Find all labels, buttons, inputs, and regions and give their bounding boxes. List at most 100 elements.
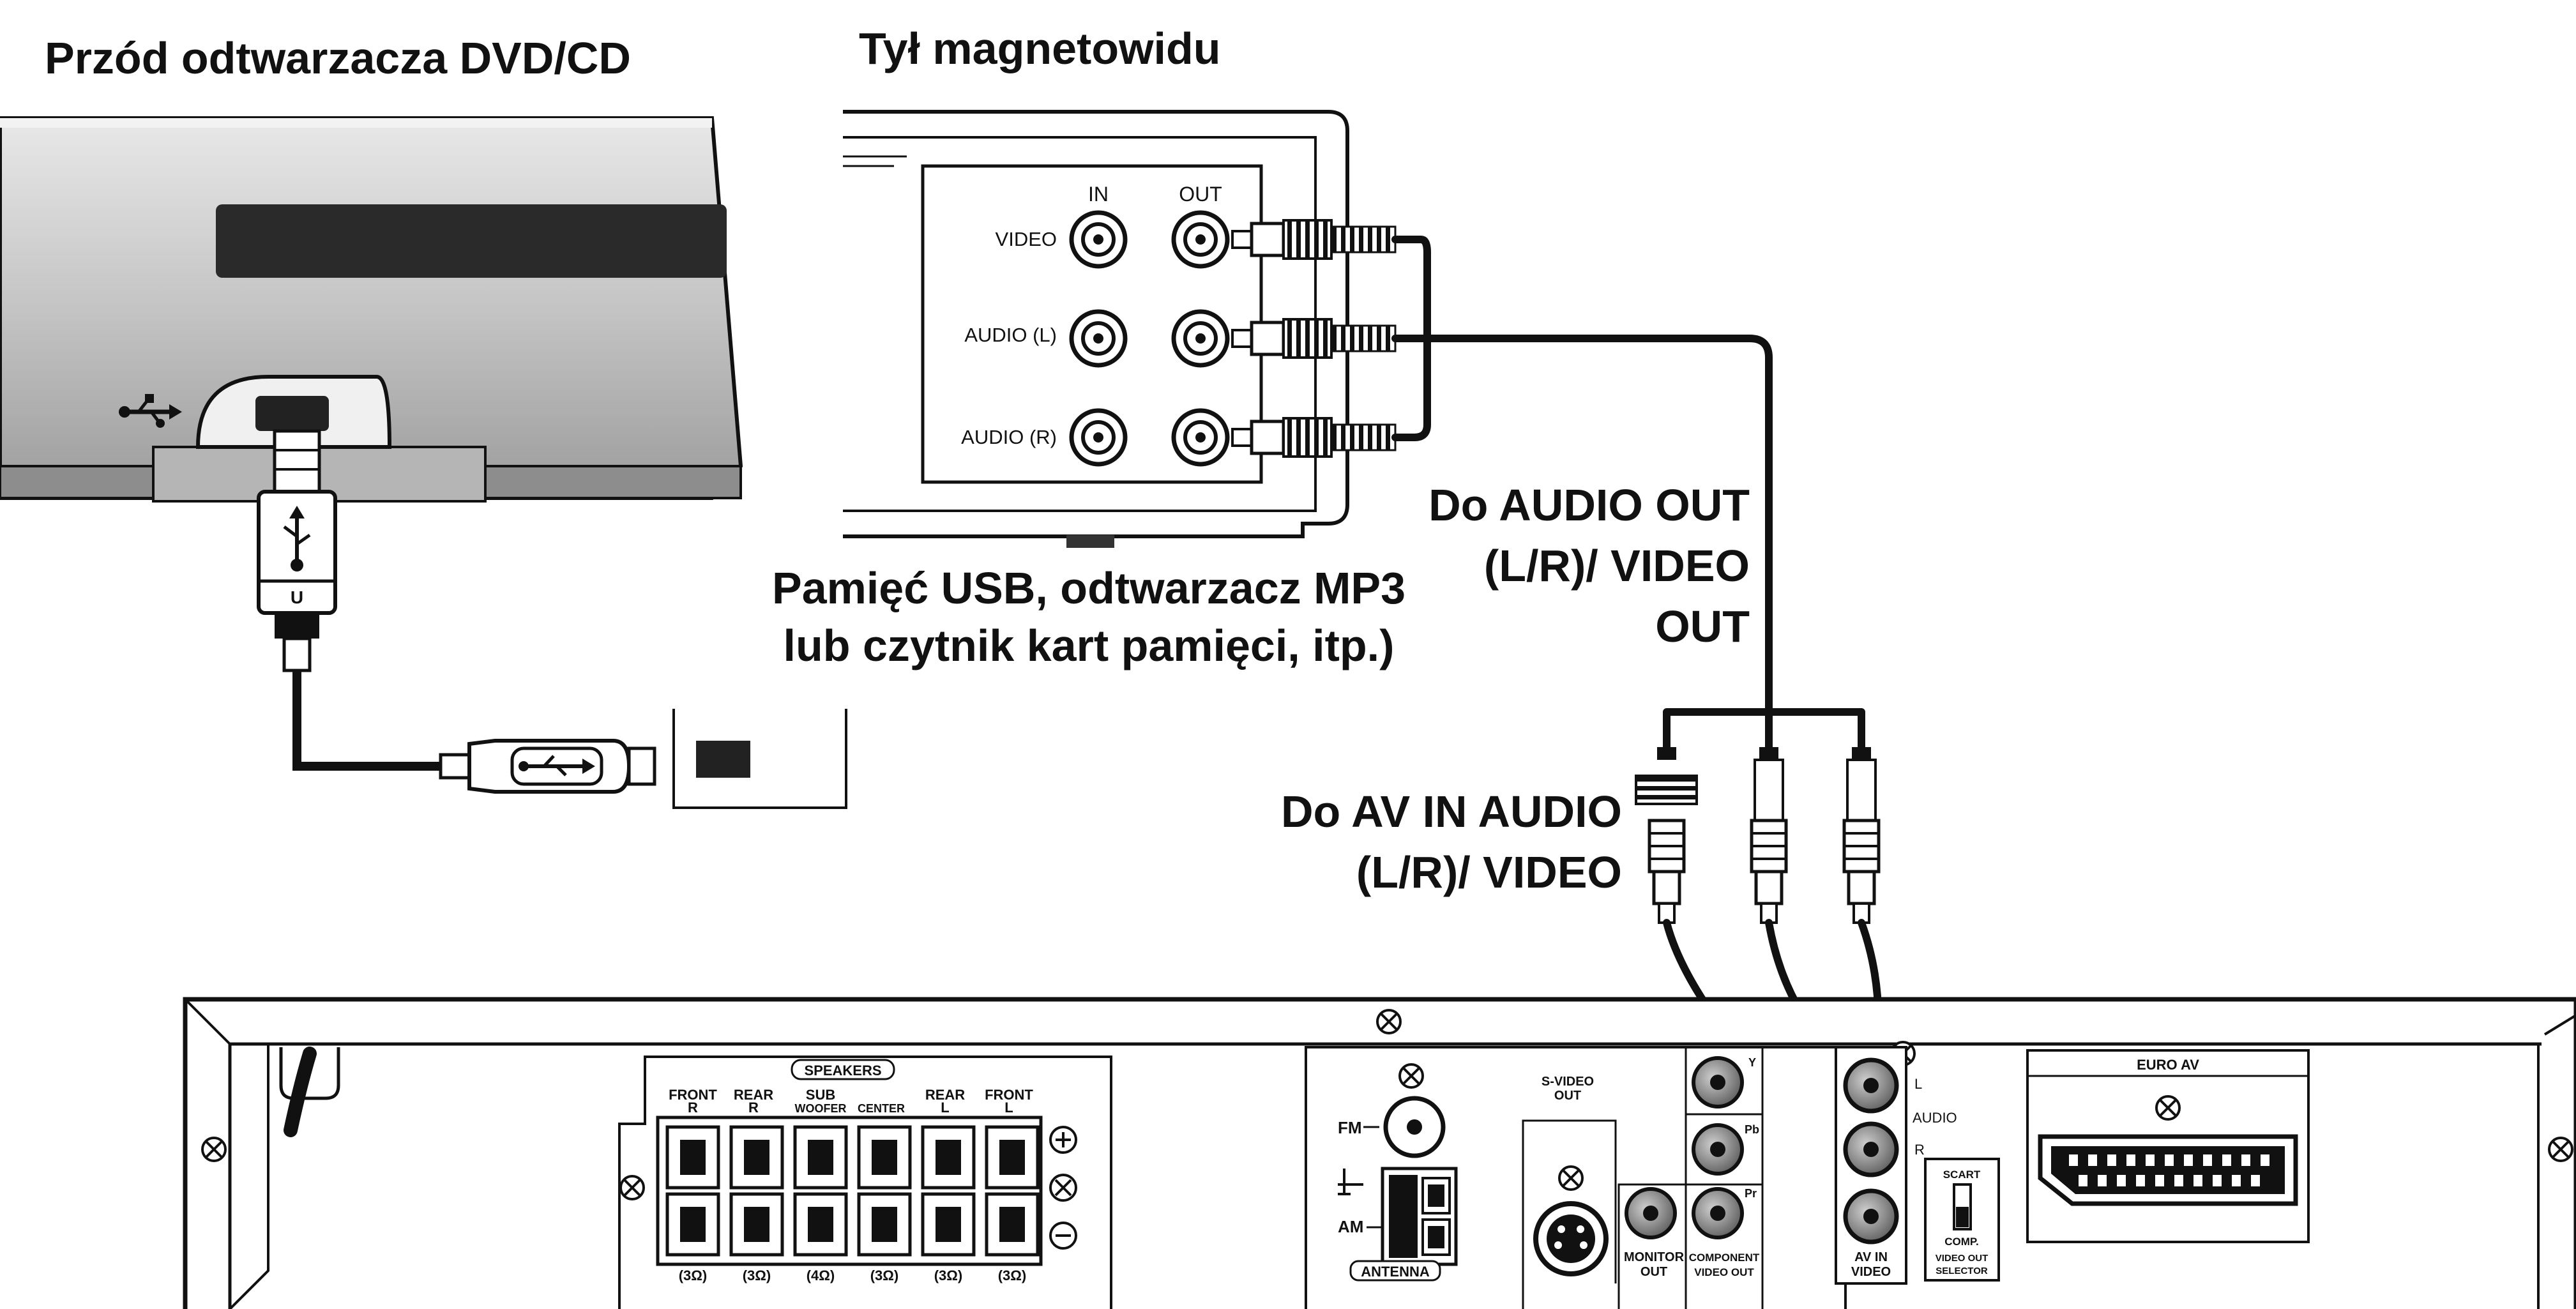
av-in-label: AV IN [1854,1250,1888,1264]
monitor-out-label: OUT [1640,1265,1667,1279]
scart-label: SCART [1943,1169,1981,1181]
usb-device-label-2: lub czytnik kart pamięci, itp.) [784,621,1395,670]
usb-plug: U [257,429,337,672]
screw-icon [1049,1174,1077,1202]
vcr-row-video: VIDEO [996,228,1057,250]
screw-icon [2155,1095,2181,1121]
impedance-1: (3Ω) [679,1267,708,1283]
rca-plug-right [1842,747,1881,924]
video-out-label: VIDEO OUT [1936,1253,1989,1264]
vcr-plugs [1231,219,1397,458]
fm-antenna-jack [1383,1096,1446,1158]
screw-icon [1376,1009,1402,1034]
antenna-label: ANTENNA [1361,1264,1430,1280]
receiver-io-panel: FM AM ANTENNA S-VIDEO OUT [1305,1046,2310,1309]
svideo-label: S-VIDEO [1542,1075,1594,1089]
audio-l-label: L [1914,1076,1922,1092]
rca-plug-middle [1750,747,1788,924]
svideo-jack [1533,1201,1609,1276]
front-r-sub: R [688,1100,698,1116]
av-cables [1391,236,1865,751]
disc-tray-slot [216,204,727,278]
audio-label: AUDIO [1913,1110,1957,1126]
component-video-out-label: VIDEO OUT [1694,1266,1754,1278]
scart-connector [2038,1134,2298,1206]
rca-plug-left [1635,747,1698,924]
component-pr-jack [1692,1187,1744,1239]
usb-device-connector [439,739,656,794]
impedance-4: (3Ω) [870,1267,899,1283]
front-r-label: FRONT [669,1087,717,1103]
monitor-out-jack [1625,1187,1677,1239]
usb-device-label-1: Pamięć USB, odtwarzacz MP3 [772,563,1405,613]
monitor-label: MONITOR [1624,1250,1685,1264]
dvd-player-front [0,116,743,503]
usb-port [255,396,329,431]
component-pb-jack [1692,1123,1744,1176]
usb-symbol-icon [119,394,182,428]
vcr-plug-audio-r [1231,417,1397,458]
pb-label: Pb [1745,1123,1759,1136]
to-out-label-1: Do AUDIO OUT [1428,480,1750,530]
av-in-video-label: VIDEO [1851,1265,1891,1279]
center-label: CENTER [858,1102,905,1115]
av-in-audio-r-jack [1843,1121,1899,1177]
impedance-6: (3Ω) [998,1267,1027,1283]
usb-plug-symbol-icon [283,506,311,571]
ground-icon [1338,1169,1363,1195]
vcr-jack-audio-r-in [1069,408,1128,467]
y-label: Y [1748,1056,1756,1069]
screw-icon [201,1137,227,1162]
speakers-label: SPEAKERS [804,1063,881,1078]
pr-label: Pr [1745,1187,1757,1200]
speaker-terminals: SPEAKERS FRONT R REAR R SUB WOOFER CENTE… [618,1056,1112,1309]
woofer-label: WOOFER [795,1102,847,1115]
selector-label: SELECTOR [1936,1266,1988,1276]
to-out-label-2: (L/R)/ VIDEO [1484,541,1750,591]
screw-icon [619,1175,645,1200]
am-label: AM [1338,1217,1363,1236]
av-in-video-jack [1843,1188,1899,1245]
dvd-front-title: Przód odtwarzacza DVD/CD [45,33,631,83]
component-label: COMPONENT [1689,1252,1760,1264]
screw-icon [1398,1063,1424,1089]
vcr-jacks [1069,210,1230,467]
vcr-jack-audio-r-out [1171,408,1230,467]
to-in-label-2: (L/R)/ VIDEO [1356,847,1622,897]
screw-icon [1558,1165,1584,1191]
audio-r-label: R [1914,1142,1925,1158]
impedance-3: (4Ω) [807,1267,835,1283]
av-in-audio-l-jack [1843,1057,1899,1114]
usb-cable [292,670,441,771]
am-antenna-terminal [1381,1167,1458,1266]
usb-device [672,709,847,809]
plus-icon [1049,1126,1077,1154]
rear-r-label: REAR [734,1087,773,1103]
svideo-out-label: OUT [1554,1089,1581,1103]
vcr-col-in: IN [1088,183,1109,206]
rear-l-label: REAR [925,1087,965,1103]
component-y-jack [1692,1056,1744,1108]
fm-label: FM [1338,1118,1362,1137]
to-out-label-3: OUT [1655,602,1750,651]
comp-label: COMP. [1944,1236,1979,1248]
vcr-jack-video-out [1171,210,1230,269]
screw-icon [2548,1137,2573,1162]
usb-plug-letter: U [291,587,303,607]
vcr-row-audio-r: AUDIO (R) [961,426,1057,448]
front-l-label: FRONT [985,1087,1033,1103]
vcr-row-audio-l: AUDIO (L) [964,324,1057,346]
euro-av-label: EURO AV [2137,1057,2199,1073]
impedance-2: (3Ω) [743,1267,771,1283]
vcr-jack-video-in [1069,210,1128,269]
impedance-5: (3Ω) [934,1267,963,1283]
usb-connector-symbol-icon [510,746,603,786]
vcr-back-title: Tył magnetowidu [859,24,1221,73]
receiver-rca-plugs [1635,747,1881,924]
vcr-plug-audio-l [1231,318,1397,359]
vcr-col-out: OUT [1179,183,1222,206]
to-in-label-1: Do AV IN AUDIO [1281,787,1622,836]
vcr-jack-audio-l-out [1171,309,1230,368]
rear-l-sub: L [941,1100,949,1116]
